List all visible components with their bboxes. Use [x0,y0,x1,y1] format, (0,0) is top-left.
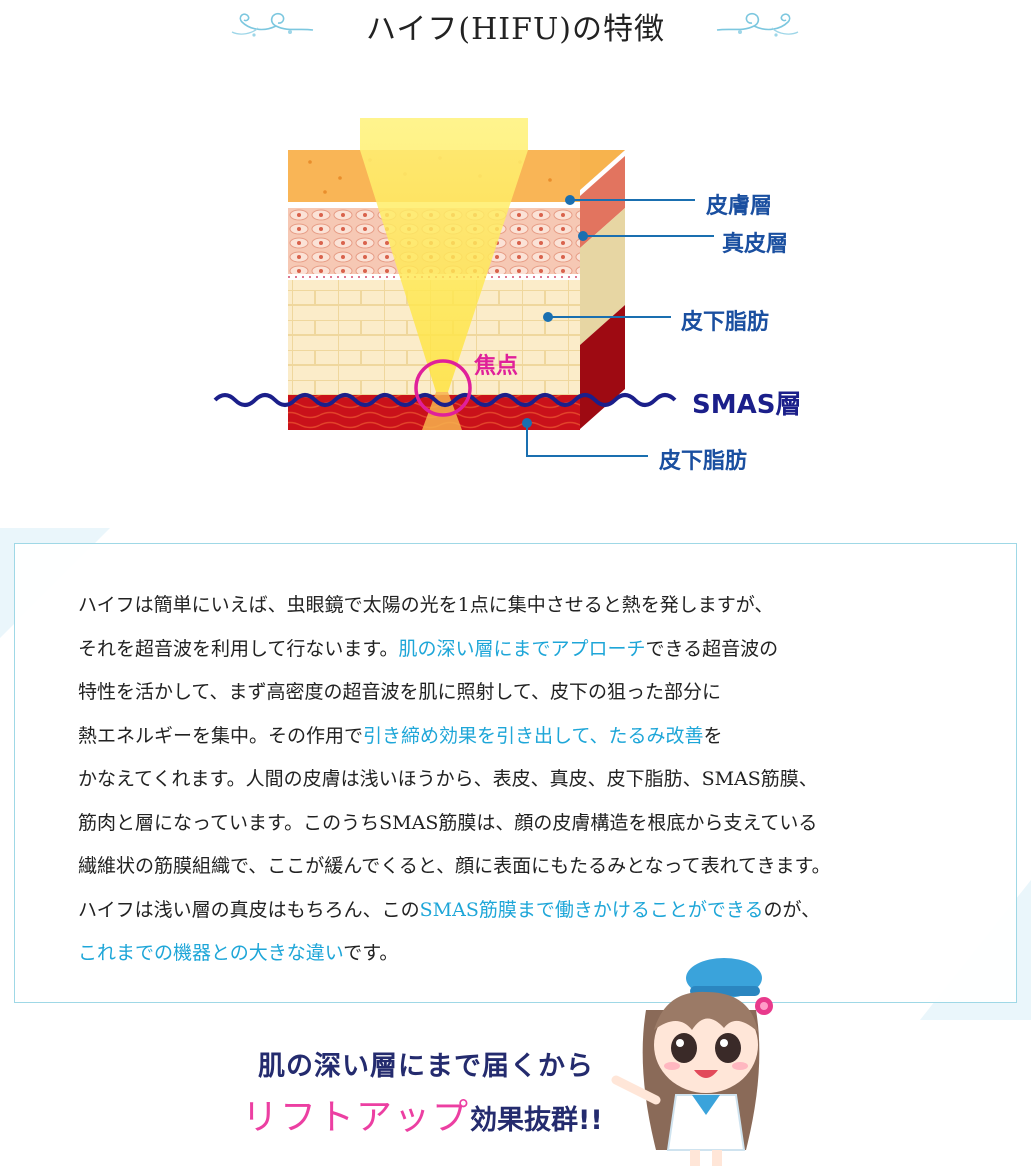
label-focus-point: 焦点 [474,354,519,379]
highlight-text: これまでの機器との大きな違い [78,942,344,964]
bottom-message-line1: 肌の深い層にまで届くから [258,1051,594,1082]
body-text: です。 [343,942,399,964]
body-text: を [703,724,723,747]
flourish-ornament-left-icon [231,12,314,37]
highlight-text: 肌の深い層にまでアプローチ [398,637,646,660]
description-text: ハイフは簡単にいえば、虫眼鏡で太陽の光を1点に集中させると熱を発しますが、それを… [78,584,978,976]
body-text: ハイフは浅い層の真皮はもちろん、この [78,898,420,921]
body-text: 繊維状の筋膜組織で、ここが緩んでくると、顔に表面にもたるみとなって表れてきます。 [78,855,831,877]
skin-layer-diagram [213,118,714,457]
description-line: かなえてくれます。人間の皮膚は浅いほうから、表皮、真皮、皮下脂肪、SMAS筋膜、 [78,758,978,802]
body-text: ハイフは簡単にいえば、虫眼鏡で太陽の光を1点に集中させると熱を発しますが、 [78,594,774,616]
description-line: ハイフは簡単にいえば、虫眼鏡で太陽の光を1点に集中させると熱を発しますが、 [78,584,978,628]
body-text: 特性を活かして、まず高密度の超音波を肌に照射して、皮下の狙った部分に [78,681,721,703]
description-line: 筋肉と層になっています。このうちSMAS筋膜は、顔の皮膚構造を根底から支えている [78,802,978,846]
description-line: 繊維状の筋膜組織で、ここが緩んでくると、顔に表面にもたるみとなって表れてきます。 [78,845,978,889]
body-text: かなえてくれます。人間の皮膚は浅いほうから、表皮、真皮、皮下脂肪、SMAS筋膜、 [78,768,818,790]
description-box [14,543,1017,1003]
description-line: 熱エネルギーを集中。その作用で引き締め効果を引き出して、たるみ改善を [78,715,978,759]
body-text: のが、 [763,898,821,921]
label-subcutaneous-fat: 皮下脂肪 [681,310,770,335]
mascot-girl-illustration [611,958,773,1166]
highlight-text: 引き締め効果を引き出して、たるみ改善 [363,724,704,747]
description-line: ハイフは浅い層の真皮はもちろん、このSMAS筋膜まで働きかけることができるのが、 [78,889,978,933]
body-text: 熱エネルギーを集中。その作用で [78,724,364,747]
label-smas-layer: SMAS層 [692,390,802,420]
label-subcutaneous-fat-lower: 皮下脂肪 [659,449,748,474]
description-line: それを超音波を利用して行ないます。肌の深い層にまでアプローチできる超音波の [78,628,978,672]
body-text: それを超音波を利用して行ないます。 [78,637,399,660]
effect-text: 効果抜群!! [470,1105,603,1136]
highlight-text: SMAS筋膜まで働きかけることができる [419,898,764,921]
description-line: 特性を活かして、まず高密度の超音波を肌に照射して、皮下の狙った部分に [78,671,978,715]
label-skin-layer: 皮膚層 [706,194,773,219]
lift-up-text: リフトアップ [242,1097,471,1138]
description-line: これまでの機器との大きな違いです。 [78,932,978,976]
body-text: 筋肉と層になっています。このうちSMAS筋膜は、顔の皮膚構造を根底から支えている [78,811,818,834]
section-header: ハイフ(HIFU)の特徴 [0,0,1031,47]
label-dermis-layer: 真皮層 [722,232,789,257]
body-text: できる超音波の [645,637,779,660]
flourish-ornament-right-icon [716,12,799,37]
page-title: ハイフ(HIFU)の特徴 [366,12,665,47]
bottom-message-line2: リフトアップ効果抜群!! [242,1088,603,1140]
